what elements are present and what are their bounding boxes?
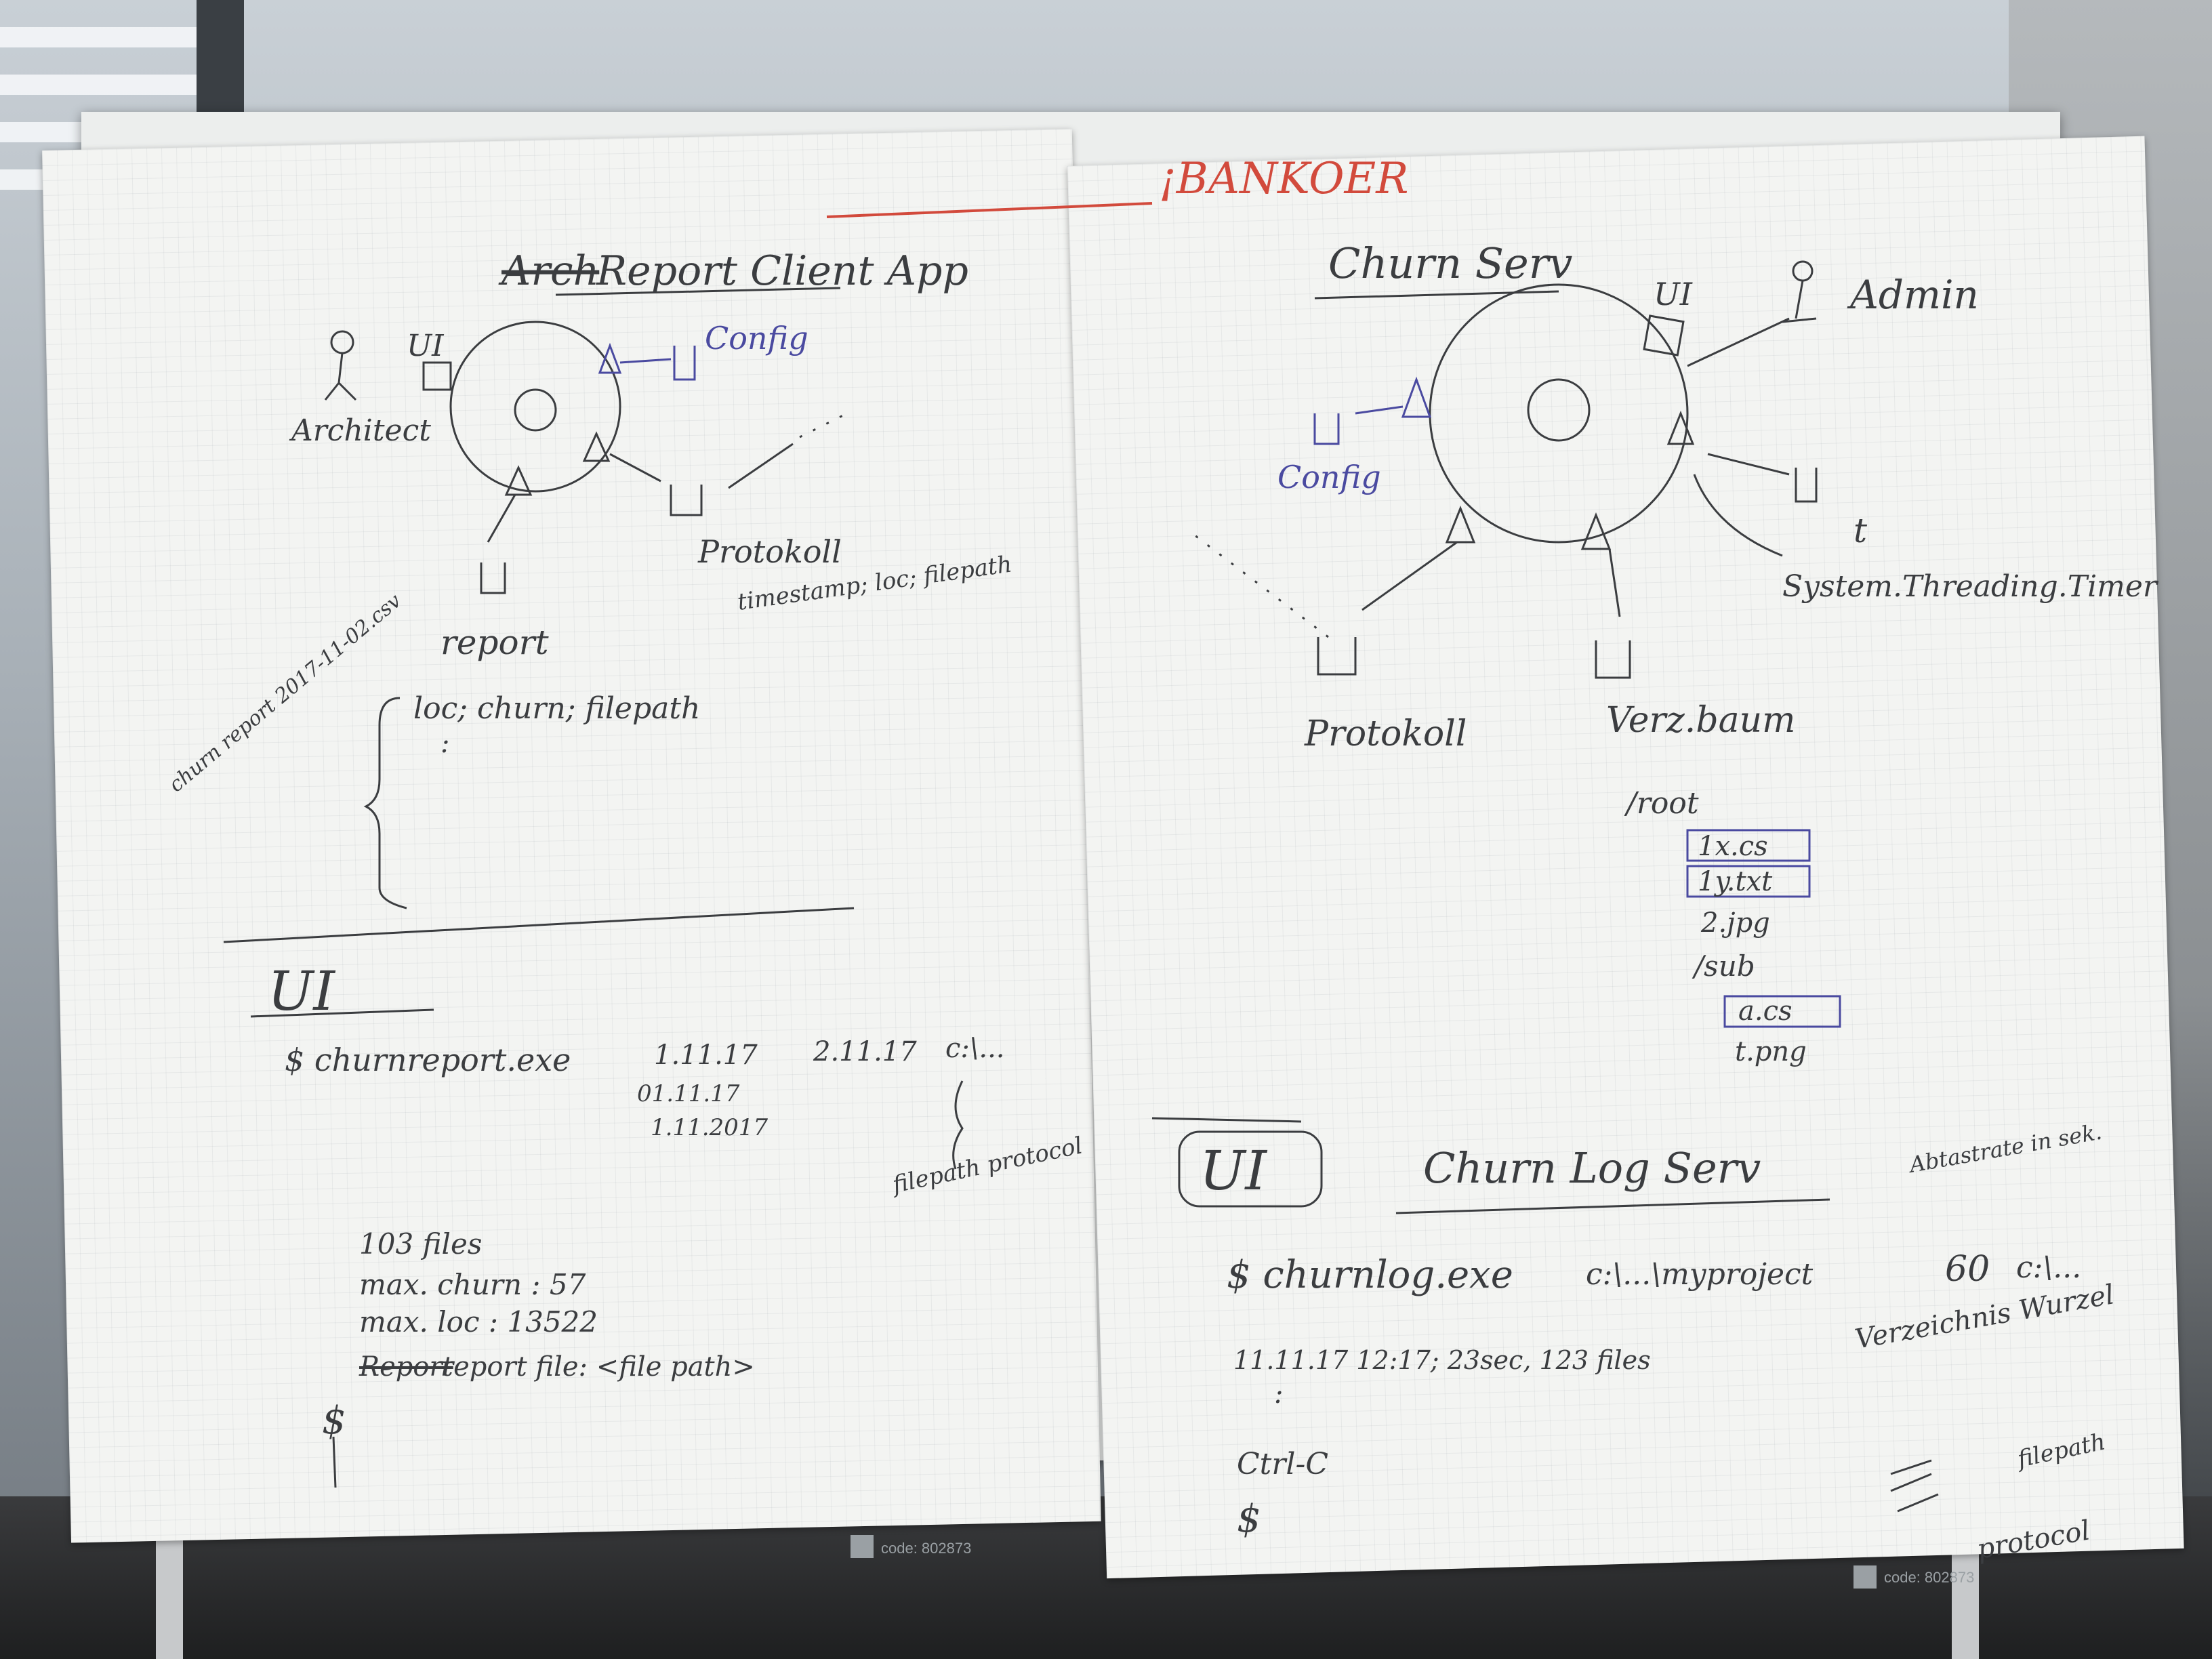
header-underline: [826, 202, 1153, 218]
right-tree-label: Verz.baum: [1606, 700, 1795, 741]
left-cmd-arg-from: 1.11.17: [654, 1040, 758, 1071]
right-root-note: Verzeichnis Wurzel: [1853, 1279, 2117, 1355]
left-report-file-struck: Report: [359, 1351, 454, 1382]
tree-item-root: /root: [1624, 786, 1699, 821]
component-core: [514, 388, 557, 432]
left-report-columns: loc; churn; filepath: [413, 691, 700, 726]
right-ui-port: [1643, 314, 1685, 356]
ui-section-box: [1178, 1130, 1323, 1208]
right-title-underline: [1314, 290, 1559, 300]
left-title-struck: Arch: [498, 247, 599, 295]
right-prompt: $: [1237, 1497, 1261, 1541]
service-circle: [1429, 283, 1689, 544]
flipchart-leg: [156, 1523, 183, 1659]
protocol-port-icon: [582, 431, 611, 462]
right-protokoll-label: Protokoll: [1304, 714, 1467, 754]
right-cmd-arg-path: c:\...\myproject: [1586, 1257, 1814, 1292]
right-timer-label: t: [1853, 511, 1868, 550]
admin-figure-icon: [1687, 260, 1817, 367]
right-ellipsis: :: [1274, 1378, 1283, 1410]
config-port-icon: [598, 342, 622, 374]
left-cmd-line: $ churnreport.exe: [285, 1042, 571, 1078]
timer-icon: [1795, 468, 1818, 503]
left-cmd-arg-to: 2.11.17: [813, 1036, 917, 1067]
section-divider: [223, 907, 855, 943]
right-log-serv-title: Churn Log Serv: [1423, 1143, 1761, 1193]
right-config-db-icon: [1313, 413, 1340, 445]
protokoll-db-icon: [670, 485, 703, 516]
left-prompt: $: [322, 1399, 346, 1443]
right-protocol-note: protocol: [1975, 1515, 2093, 1565]
ui-port: [422, 361, 452, 391]
left-filepath-note: filepath protocol: [888, 1132, 1085, 1199]
header-title: ¡BANKOER: [1159, 154, 1408, 204]
left-report-ellipsis: :: [441, 728, 449, 759]
left-title: Report Client App: [596, 247, 968, 295]
right-cmd-arg-interval: 60: [1945, 1249, 1990, 1290]
report-db-icon: [480, 562, 506, 594]
service-core: [1527, 378, 1591, 442]
report-port-icon: [504, 465, 533, 496]
left-ui-label: UI: [407, 329, 445, 363]
right-timer-class: System.Threading.Timer: [1782, 569, 2159, 604]
timer-port-icon: [1666, 410, 1695, 445]
tree-item-highlight: [1686, 865, 1811, 898]
right-filepath-note: filepath: [2013, 1428, 2108, 1473]
right-config-port-icon: [1401, 376, 1432, 418]
left-code-label: code: 802873: [881, 1540, 971, 1557]
qr-code-icon: [1853, 1565, 1877, 1589]
left-report-label: report: [441, 623, 550, 662]
config-db-icon: [673, 346, 696, 381]
tree-item-highlight: [1686, 829, 1811, 862]
left-date-format-1: 01.11.17: [637, 1080, 740, 1107]
right-actor-label: Admin: [1847, 272, 1979, 318]
left-stat-churn: max. churn : 57: [359, 1268, 586, 1301]
scribble-strikethrough: [1890, 1459, 1939, 1513]
tree-item-x-cs: 1x.cs: [1698, 831, 1768, 862]
left-diagram: Arch Report Client App UI Architect Conf…: [165, 247, 1085, 1558]
right-code-label: code: 802873: [1884, 1569, 1974, 1586]
right-config-label: Config: [1277, 459, 1381, 495]
left-actor-label: Architect: [289, 413, 431, 448]
tree-item-y-txt: 1y.txt: [1698, 866, 1773, 897]
left-config-label: Config: [705, 320, 808, 356]
tree-db-icon: [1595, 640, 1631, 679]
left-report-file-line: report file: <file path>: [441, 1351, 755, 1382]
qr-code-icon: [851, 1535, 874, 1558]
right-log-line: 11.11.17 12:17; 23sec, 123 files: [1233, 1345, 1651, 1375]
right-interval-note: Abtastrate in sek.: [1906, 1119, 2104, 1179]
tree-item-jpg: 2.jpg: [1700, 907, 1770, 939]
tree-port-icon: [1580, 512, 1612, 550]
right-ctrl-c: Ctrl-C: [1237, 1447, 1328, 1481]
brace: [363, 697, 407, 909]
right-diagram: Churn Serv UI Admin Config t System.Thre…: [1151, 239, 2159, 1589]
left-ui-section-title: UI: [268, 960, 335, 1023]
section-divider: [1151, 1117, 1302, 1123]
right-cmd-arg-out: c:\...: [2016, 1250, 2081, 1285]
right-cmd-line: $ churnlog.exe: [1227, 1253, 1513, 1297]
stick-figure-icon: [324, 330, 357, 401]
left-stat-loc: max. loc : 13522: [359, 1305, 598, 1338]
tree-item-a-cs: a.cs: [1738, 996, 1793, 1027]
right-protocol-port-icon: [1445, 505, 1476, 544]
left-stat-files: 103 files: [359, 1227, 482, 1261]
left-title-underline: [555, 287, 841, 296]
right-ui-section-title: UI: [1200, 1139, 1267, 1202]
tree-item-sub: /sub: [1692, 949, 1755, 983]
tree-item-png: t.png: [1735, 1036, 1807, 1067]
left-cmd-arg-path: c:\...: [945, 1033, 1005, 1064]
right-protokoll-db-icon: [1317, 637, 1357, 676]
right-title: Churn Serv: [1328, 239, 1572, 288]
right-ui-label: UI: [1654, 276, 1693, 312]
left-protokoll-label: Protokoll: [697, 533, 842, 570]
component-circle: [449, 321, 621, 493]
left-date-format-2: 1.11.2017: [651, 1114, 768, 1141]
left-report-filename: churn report 2017-11-02.csv: [165, 589, 406, 797]
tree-item-highlight: [1723, 995, 1841, 1028]
